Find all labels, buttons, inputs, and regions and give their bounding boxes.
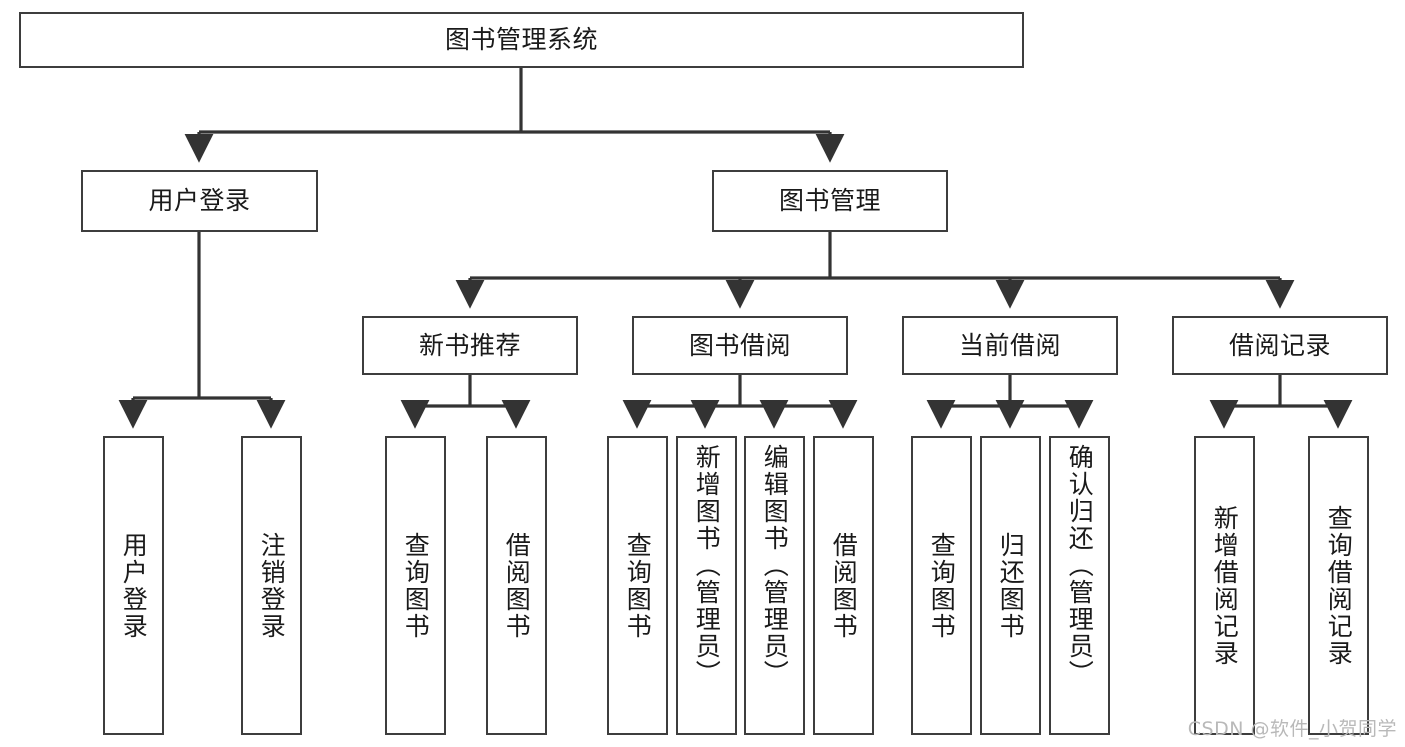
leaf-query-borrow-record[interactable]: 查询借阅记录 (1308, 436, 1369, 735)
leaf-return-book[interactable]: 归还图书 (980, 436, 1041, 735)
node-new-book-recommend[interactable]: 新书推荐 (362, 316, 578, 375)
node-label: 当前借阅 (958, 330, 1061, 360)
node-label: 借阅图书 (502, 531, 532, 640)
node-label: 新增图书（管理员） (692, 444, 722, 687)
leaf-edit-book-admin[interactable]: 编辑图书（管理员） (744, 436, 805, 735)
node-label: 编辑图书（管理员） (760, 444, 790, 687)
leaf-add-book-admin[interactable]: 新增图书（管理员） (676, 436, 737, 735)
node-borrow-records[interactable]: 借阅记录 (1172, 316, 1388, 375)
node-label: 图书管理 (778, 186, 881, 216)
node-label: 注销登录 (257, 531, 287, 640)
node-label: 图书借阅 (688, 330, 791, 360)
node-user-login[interactable]: 用户登录 (81, 170, 318, 232)
node-label: 新增借阅记录 (1210, 504, 1240, 667)
node-label: 查询图书 (401, 531, 431, 640)
leaf-add-borrow-record[interactable]: 新增借阅记录 (1194, 436, 1255, 735)
leaf-borrow-book[interactable]: 借阅图书 (813, 436, 874, 735)
node-book-management[interactable]: 图书管理 (712, 170, 948, 232)
node-book-borrow[interactable]: 图书借阅 (632, 316, 848, 375)
leaf-user-login[interactable]: 用户登录 (103, 436, 164, 735)
node-label: 确认归还（管理员） (1065, 444, 1095, 687)
node-label: 用户登录 (148, 186, 251, 216)
leaf-query-book-recommend[interactable]: 查询图书 (385, 436, 446, 735)
node-label: 查询图书 (623, 531, 653, 640)
node-label: 用户登录 (119, 531, 149, 640)
leaf-logout[interactable]: 注销登录 (241, 436, 302, 735)
node-label: 查询图书 (927, 531, 957, 640)
leaf-borrow-book-recommend[interactable]: 借阅图书 (486, 436, 547, 735)
watermark-text: CSDN @软件_小贺同学 (1187, 718, 1397, 740)
node-label: 查询借阅记录 (1324, 504, 1354, 667)
node-root-system[interactable]: 图书管理系统 (19, 12, 1024, 68)
node-label: 借阅图书 (829, 531, 859, 640)
node-current-borrow[interactable]: 当前借阅 (902, 316, 1118, 375)
leaf-confirm-return-admin[interactable]: 确认归还（管理员） (1049, 436, 1110, 735)
node-label: 图书管理系统 (444, 25, 598, 55)
node-label: 借阅记录 (1228, 330, 1331, 360)
node-label: 新书推荐 (418, 330, 521, 360)
node-label: 归还图书 (996, 531, 1026, 640)
leaf-query-book-current[interactable]: 查询图书 (911, 436, 972, 735)
leaf-query-book-borrow[interactable]: 查询图书 (607, 436, 668, 735)
